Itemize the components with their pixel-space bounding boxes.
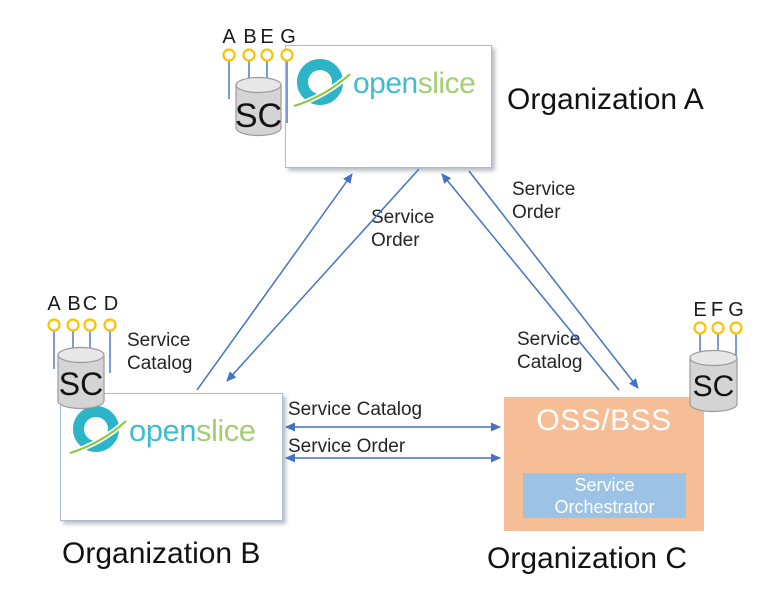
port-circle-icon xyxy=(729,321,743,335)
port-letter: B xyxy=(67,293,80,315)
port-stems xyxy=(699,333,737,369)
org-b-service-catalog: SC A B C D xyxy=(47,293,118,410)
org-b-openslice-box xyxy=(60,393,283,521)
port-letter: E xyxy=(260,26,273,48)
sc-cylinder-top xyxy=(689,349,738,367)
port-letters: E F G xyxy=(693,299,743,321)
port-circle-icon xyxy=(103,318,117,332)
org-c-service-catalog: SC E F G xyxy=(689,299,744,413)
port-letter: D xyxy=(104,293,118,315)
org-b-label: Organization B xyxy=(62,537,261,570)
port-letters: A B C D xyxy=(47,293,118,315)
edge-label-ac-service-catalog: Service Catalog xyxy=(517,328,583,374)
org-b-service-catalog-note: Service Catalog xyxy=(127,329,193,375)
service-orchestrator-box: Service Orchestrator xyxy=(523,473,686,518)
port-letter: B xyxy=(243,26,256,48)
edge-label-line: Order xyxy=(371,230,420,251)
port-circles xyxy=(47,318,117,332)
port-letter: A xyxy=(47,293,61,315)
edge-label-ac-service-order: Service Order xyxy=(512,178,575,224)
port-circle-icon xyxy=(222,48,236,62)
port-circle-icon xyxy=(66,318,80,332)
edge-label-line: Service xyxy=(127,330,191,351)
sc-cylinder-top xyxy=(235,76,282,94)
arrow-b-to-a-service-order xyxy=(196,173,353,391)
port-letter: F xyxy=(711,299,723,321)
port-circles xyxy=(222,48,294,62)
org-a-label: Organization A xyxy=(507,83,704,116)
port-letter: E xyxy=(693,299,706,321)
edge-label-line: Service xyxy=(512,179,576,200)
port-circle-icon xyxy=(47,318,61,332)
edge-label-line: Catalog xyxy=(517,352,583,373)
port-stems xyxy=(228,60,288,123)
port-letter: G xyxy=(728,299,744,321)
sc-cylinder-body xyxy=(235,84,282,137)
edge-label-bc-service-catalog: Service Catalog xyxy=(288,399,423,420)
arrow-a-to-b-service-order xyxy=(226,168,420,382)
ossbss-title: OSS/BSS xyxy=(536,404,672,437)
port-circle-icon xyxy=(83,318,97,332)
port-circle-icon xyxy=(711,321,725,335)
port-circle-icon xyxy=(242,48,256,62)
edge-label-line: Order xyxy=(512,202,561,223)
orchestrator-label-line2: Orchestrator xyxy=(554,497,655,517)
edge-label-line: Service xyxy=(517,329,581,350)
edge-label-line: Service xyxy=(371,207,435,228)
port-circle-icon xyxy=(693,321,707,335)
port-letter: C xyxy=(83,293,97,315)
port-circle-icon xyxy=(260,48,274,62)
org-a-openslice-box xyxy=(285,45,492,168)
edge-label-ab-service-order: Service Order xyxy=(371,206,434,252)
port-circles xyxy=(693,321,743,335)
port-letter: A xyxy=(222,26,236,48)
orchestrator-label-line1: Service xyxy=(574,475,635,495)
port-stems xyxy=(53,330,111,374)
sc-cylinder-top xyxy=(57,346,105,364)
edge-label-line: Catalog xyxy=(127,353,193,374)
sc-label: SC xyxy=(235,97,282,135)
edge-label-bc-service-order: Service Order xyxy=(288,436,406,457)
org-c-label: Organization C xyxy=(487,542,688,575)
